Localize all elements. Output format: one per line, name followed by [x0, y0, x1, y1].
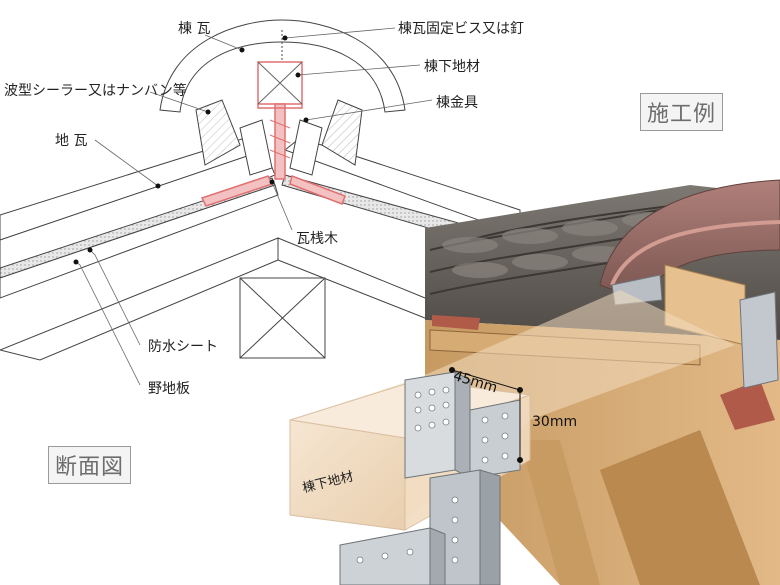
- title-construction-example: 施工例: [640, 93, 724, 131]
- title-cross-section: 断面図: [48, 446, 132, 484]
- ridge-bracket: [274, 103, 286, 180]
- leader-dots: [73, 35, 309, 265]
- ridge-tile-arch: [159, 19, 406, 113]
- label-sheathing: 野地板: [148, 381, 190, 397]
- right-batten: [289, 175, 346, 205]
- ridge-lumber-illustration: [289, 367, 531, 585]
- left-wave-sealer: [195, 99, 241, 166]
- label-fixing-screw: 棟瓦固定ビス又は釘: [398, 21, 524, 37]
- label-ridge-support: 棟下地材: [424, 59, 480, 75]
- label-field-tile: 地 瓦: [55, 133, 88, 149]
- left-sheathing: [0, 184, 279, 299]
- label-tile-batten: 瓦桟木: [296, 231, 338, 247]
- dimension-height: 30mm: [532, 414, 578, 430]
- label-waterproof-sheet: 防水シート: [148, 339, 218, 355]
- label-ridge-tile: 棟 瓦: [178, 21, 211, 37]
- cross-section-drawing: [0, 19, 521, 361]
- dimension-lines: [449, 367, 523, 463]
- label-wave-sealer: 波型シーラー又はナンバン等: [4, 83, 187, 99]
- label-ridge-bracket: 棟金具: [436, 95, 478, 111]
- right-wave-sealer: [321, 99, 363, 166]
